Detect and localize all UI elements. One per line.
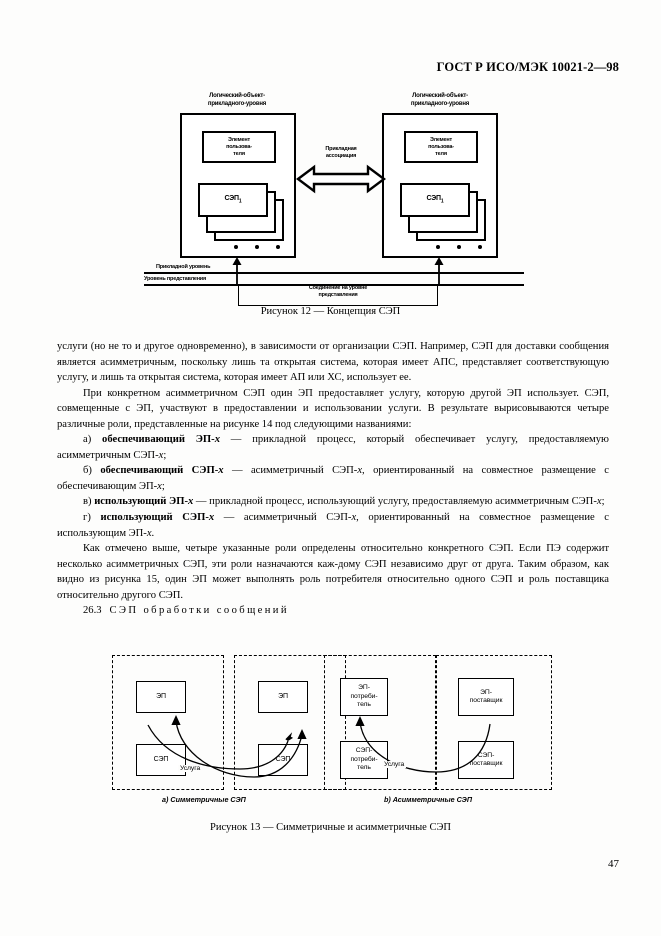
- figure12-left-user-element-box: Элемент пользова- теля: [202, 131, 276, 163]
- list-item-b-var-mid: х: [357, 465, 363, 477]
- list-item-b-var: х: [157, 480, 162, 492]
- figure12-application-layer-label: Прикладной уровень: [156, 264, 211, 270]
- figure13-ep-consumer-box: ЭП- потреби- тель: [340, 678, 388, 716]
- figure12-left-sep-text: СЭП: [224, 195, 240, 203]
- figure12-right-entity-line1: Логический-объект- прикладного-уровня: [410, 93, 470, 107]
- paragraph-2: При конкретном асимметричном СЭП один ЭП…: [57, 387, 609, 430]
- figure13-dashed-group-4: [436, 655, 552, 790]
- paragraph-3: Как отмечено выше, четыре указанные роли…: [57, 543, 609, 601]
- figure12-right-sep-subscript: 1: [440, 198, 444, 205]
- list-item-a-text: — прикладной процесс, который обеспечива…: [57, 434, 609, 461]
- list-item-g-text2: , ориентированный на совместное размещен…: [57, 512, 609, 539]
- figure-12-caption: Рисунок 12 — Концепция СЭП: [260, 306, 401, 317]
- figure12-association-label: Прикладная ассоциация: [325, 146, 357, 159]
- figure12-right-ellipsis-dots: [436, 245, 482, 249]
- figure12-left-user-element-label: Элемент пользова- теля: [226, 136, 252, 157]
- list-item-g-term: использующий СЭП-: [100, 512, 209, 524]
- section-number: 26.3: [83, 605, 102, 617]
- list-item-v-punct: ;: [601, 496, 605, 508]
- figure13-symmetric-service-arcs: [136, 707, 316, 787]
- figure13-dashed-group-3: [324, 655, 436, 790]
- figure13-sep-box-left: СЭП: [136, 744, 186, 776]
- section-heading: 26.3 СЭП обработки сообщений: [57, 603, 609, 619]
- list-item-a-var: х: [158, 449, 164, 461]
- figure-12: Логический-объект- прикладного-уровня Ло…: [144, 92, 530, 306]
- figure13-subcaption-b: b) Асимметричные СЭП: [384, 795, 472, 804]
- figure12-left-entity-label: Логический-объект- прикладного-уровня: [172, 92, 302, 108]
- figure13-ep-box-left: ЭП: [136, 681, 186, 713]
- list-item-g: г) использующий СЭП-х — асимметричный СЭ…: [57, 510, 609, 541]
- body-text: услуги (но не то и другое одновременно),…: [57, 339, 609, 619]
- figure13-service-label-right: Услуга: [382, 761, 407, 768]
- figure-13-caption: Рисунок 13 — Симметричные и асимметричны…: [210, 822, 451, 833]
- figure12-left-ellipsis-dots: [234, 245, 280, 249]
- page-number: 47: [608, 858, 619, 870]
- figure12-left-sep-card-1: СЭП1: [198, 183, 268, 217]
- list-item-g-term-var: х: [208, 512, 215, 524]
- list-item-g-punct: .: [151, 527, 155, 539]
- figure12-presentation-connection-box: Соединение на уровне представления: [238, 284, 438, 306]
- figure12-presentation-connection-label: Соединение на уровне представления: [308, 285, 368, 298]
- list-item-g-text: — асимметричный СЭП-: [214, 512, 352, 524]
- figure13-sep-consumer-box: СЭП- потреби- тель: [340, 741, 388, 779]
- figure12-right-entity-label: Логический-объект- прикладного-уровня: [375, 92, 505, 108]
- figure12-presentation-layer-line: [144, 284, 524, 286]
- list-item-v-term: использующий ЭП-: [94, 496, 188, 508]
- figure12-left-connector-arrow: [232, 256, 242, 291]
- list-item-b-term-var: х: [218, 465, 224, 477]
- list-item-b-term: обеспечивающий СЭП-: [100, 465, 219, 477]
- list-item-a-term-var: х: [214, 434, 220, 446]
- list-item-v-term-var: х: [187, 496, 194, 508]
- list-item-g-marker: г): [83, 512, 101, 524]
- figure13-ep-box-right: ЭП: [258, 681, 308, 713]
- section-title: СЭП обработки сообщений: [109, 605, 289, 617]
- paragraph-1: услуги (но не то и другое одновременно),…: [57, 341, 609, 384]
- figure12-presentation-layer-label: Уровень представления: [144, 276, 207, 282]
- figure12-right-user-element-box: Элемент пользова- теля: [404, 131, 478, 163]
- list-item-v-marker: в): [83, 496, 95, 508]
- figure12-right-sep-card-1: СЭП1: [400, 183, 470, 217]
- figure12-association-double-arrow: [296, 164, 386, 199]
- list-item-g-var: х: [146, 527, 152, 539]
- list-item-v-var: х: [596, 496, 602, 508]
- figure12-left-sep-label: СЭП1: [225, 195, 242, 204]
- figure12-right-sep-text: СЭП: [426, 195, 442, 203]
- figure12-right-application-entity-box: Элемент пользова- теля СЭП1: [382, 113, 498, 258]
- figure-13: ЭП СЭП ЭП СЭП Услуга ЭП- потреби- тель С…: [112, 655, 552, 815]
- figure12-right-sep-stack: СЭП1: [400, 183, 486, 249]
- figure13-ep-provider-box: ЭП- поставщик: [458, 678, 514, 716]
- list-item-b-marker: б): [83, 465, 101, 477]
- figure13-subcaption-a: а) Симметричные СЭП: [162, 795, 246, 804]
- figure12-right-connector-arrow: [434, 256, 444, 291]
- figure13-asymmetric-service-arc: [340, 710, 520, 785]
- list-item-v-text: — прикладной процесс, использующий услуг…: [193, 496, 597, 508]
- figure13-dashed-group-1: [112, 655, 224, 790]
- figure13-sep-provider-box: СЭП- поставщик: [458, 741, 514, 779]
- figure12-left-sep-stack: СЭП1: [198, 183, 284, 249]
- list-item-v: в) использующий ЭП-х — прикладной процес…: [57, 494, 609, 510]
- figure12-application-layer-line: [144, 272, 524, 274]
- page-header-standard-id: ГОСТ Р ИСО/МЭК 10021-2—98: [436, 60, 619, 74]
- list-item-b-text2: , ориентированный на совместное размещен…: [57, 465, 610, 492]
- figure12-left-entity-line1: Логический-объект- прикладного-уровня: [207, 93, 267, 107]
- list-item-b-text: — асимметричный СЭП-: [223, 465, 358, 477]
- figure13-service-label-left: Услуга: [178, 765, 203, 772]
- list-item-g-var-mid: х: [351, 512, 357, 524]
- list-item-b: б) обеспечивающий СЭП-х — асимметричный …: [57, 463, 609, 494]
- figure13-dashed-group-2: [234, 655, 346, 790]
- list-item-b-punct: ;: [161, 480, 165, 492]
- list-item-a-punct: ;: [163, 449, 167, 461]
- list-item-a: а) обеспечивающий ЭП-х — прикладной проц…: [57, 432, 609, 463]
- list-item-a-marker: а): [83, 434, 103, 446]
- figure12-right-sep-label: СЭП1: [427, 195, 444, 204]
- figure12-left-application-entity-box: Элемент пользова- теля СЭП1: [180, 113, 296, 258]
- list-item-a-term: обеспечивающий ЭП-: [102, 434, 215, 446]
- figure12-left-sep-subscript: 1: [238, 198, 242, 205]
- figure12-right-user-element-label: Элемент пользова- теля: [428, 136, 454, 157]
